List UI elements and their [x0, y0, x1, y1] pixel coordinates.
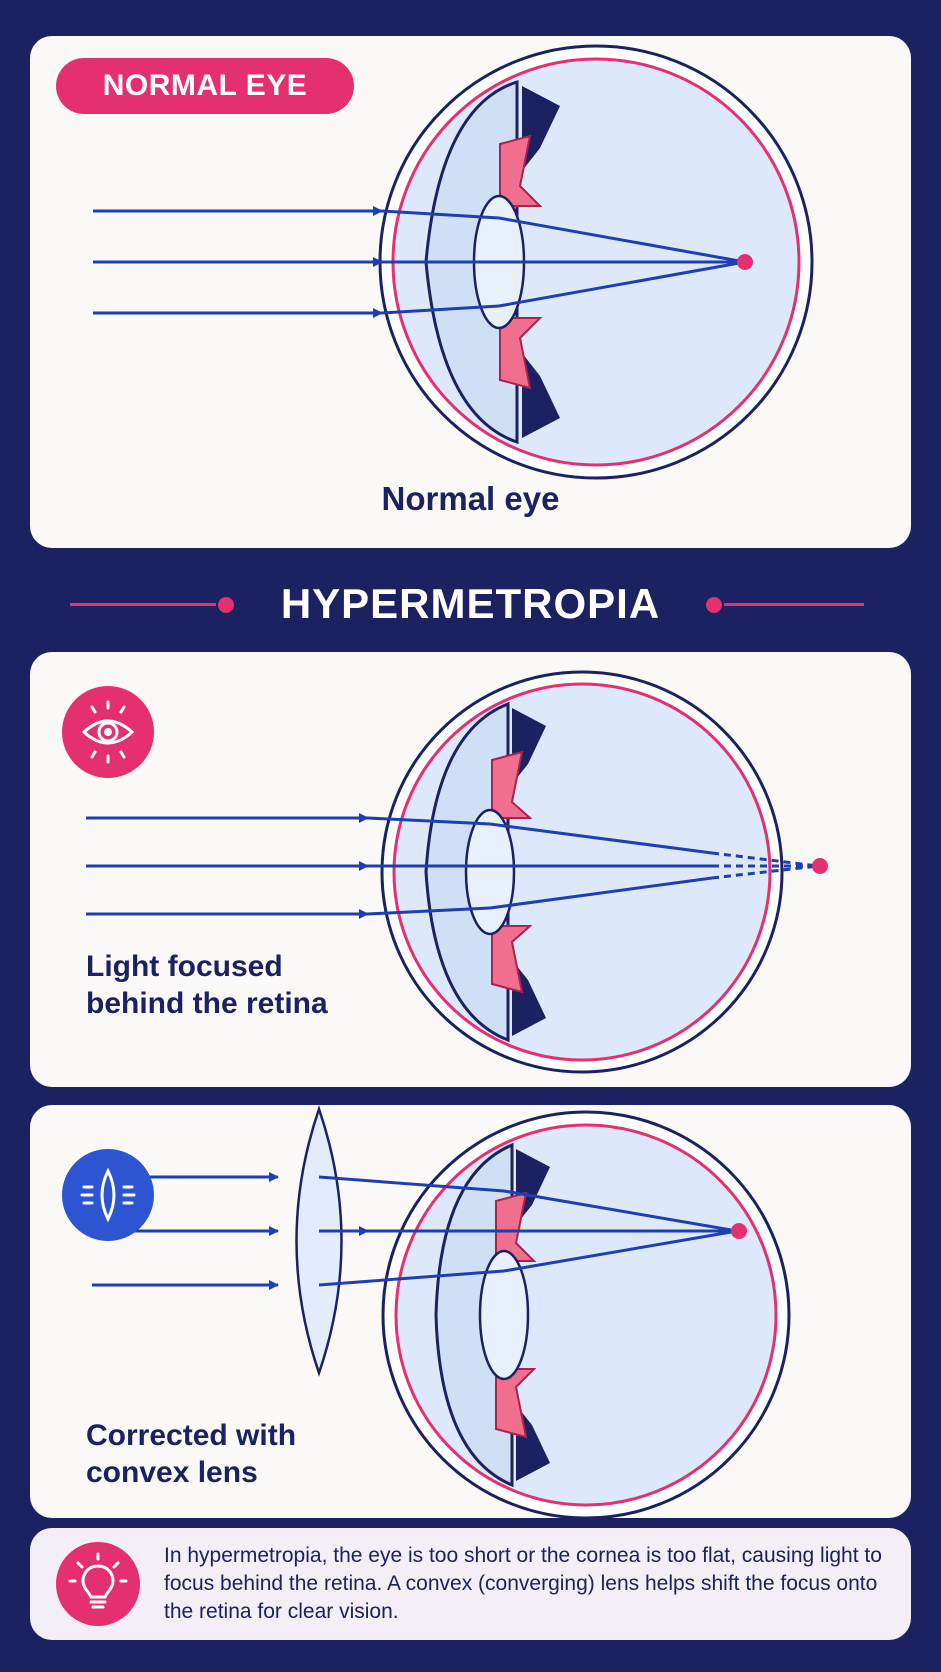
divider-line-left — [70, 603, 216, 606]
ciliary-muscle-top — [491, 750, 533, 819]
eye-icon — [62, 686, 154, 778]
eyeball — [380, 670, 784, 1074]
ciliary-muscle-bottom — [495, 1368, 537, 1439]
focal-point-behind-retina — [812, 858, 828, 874]
crystalline-lens — [478, 1249, 530, 1381]
lightbulb-icon — [56, 1542, 140, 1626]
section-heading: HYPERMETROPIA — [280, 580, 661, 627]
normal-eye-tag: NORMAL EYE — [56, 58, 354, 114]
corrected-diagram — [92, 1105, 791, 1518]
hypermetropia-diagram — [86, 670, 828, 1074]
divider-dot-right — [706, 597, 722, 613]
normal-eye-diagram — [93, 44, 814, 480]
divider-dot-left — [218, 597, 234, 613]
light-rays — [93, 206, 746, 318]
crystalline-lens — [464, 808, 516, 936]
light-rays — [86, 813, 819, 919]
info-card: In hypermetropia, the eye is too short o… — [30, 1528, 911, 1640]
convex-lens — [295, 1105, 343, 1377]
light-rays — [92, 1172, 738, 1290]
ciliary-muscle-bottom — [491, 925, 533, 994]
eyeball — [381, 1110, 791, 1518]
corrected-card: Corrected with convex lens — [30, 1105, 911, 1518]
focal-point-on-retina — [731, 1223, 747, 1239]
divider-line-right — [724, 603, 864, 606]
hypermetropia-caption: Light focused behind the retina — [86, 950, 328, 1020]
convex-lens-icon — [62, 1149, 154, 1241]
corrected-caption: Corrected with convex lens — [86, 1419, 297, 1489]
normal-eye-caption: Normal eye — [381, 480, 560, 517]
normal-eye-card: NORMAL EYE Normal eye — [30, 36, 911, 548]
focal-point — [737, 254, 753, 270]
info-text: In hypermetropia, the eye is too short o… — [164, 1544, 882, 1623]
hypermetropia-card: Light focused behind the retina — [30, 652, 911, 1087]
